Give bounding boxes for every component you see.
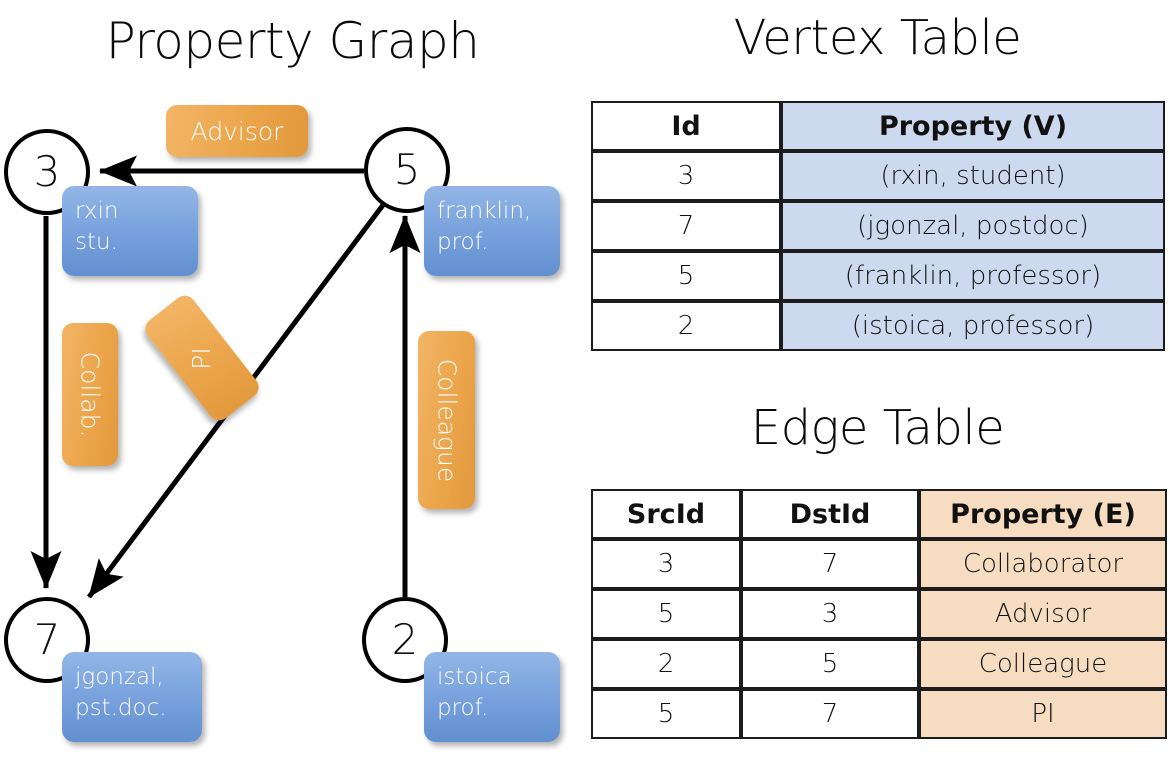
- page-title-edge-table: Edge Table: [750, 400, 1005, 456]
- table-row: 2 5 Colleague: [591, 639, 1167, 689]
- edge-table-cell-srcid: 5: [591, 589, 741, 639]
- vertex-table-cell-id: 7: [591, 201, 781, 251]
- edge-label-collab-text: Collab.: [75, 351, 105, 438]
- graph-vertex-3-id: 3: [33, 147, 61, 196]
- property-graph-diagram: 3 5 7 2 rxin stu. franklin, prof. jgonza…: [4, 105, 560, 742]
- vertex-property-callout-jgonzal: jgonzal, pst.doc.: [62, 652, 202, 742]
- vertex-table-cell-property: (istoica, professor): [781, 301, 1165, 351]
- graph-vertex-5-id: 5: [393, 145, 421, 194]
- edge-table-cell-dstid: 7: [741, 539, 919, 589]
- table-row: 2 (istoica, professor): [591, 301, 1165, 351]
- vertex-property-callout-istoica: istoica prof.: [424, 652, 560, 742]
- graph-vertex-2[interactable]: 2: [362, 597, 448, 683]
- vertex-property-franklin-line2: prof.: [437, 229, 489, 256]
- vertex-property-callout-rxin: rxin stu.: [62, 186, 198, 276]
- vertex-property-istoica-line1: istoica: [437, 664, 512, 690]
- graph-vertex-5[interactable]: 5: [364, 127, 450, 213]
- edge-label-advisor-text: Advisor: [190, 116, 284, 146]
- edge-table-header-property: Property (E): [919, 489, 1167, 539]
- vertex-property-rxin-line1: rxin: [75, 198, 119, 224]
- edge-table-cell-property: Advisor: [919, 589, 1167, 639]
- vertex-property-jgonzal-line1: jgonzal,: [75, 664, 164, 690]
- edge-table-cell-srcid: 2: [591, 639, 741, 689]
- vertex-table-header-row: Id Property (V): [591, 101, 1165, 151]
- vertex-table-header-id: Id: [591, 101, 781, 151]
- table-row: 5 3 Advisor: [591, 589, 1167, 639]
- vertex-property-jgonzal-line2: pst.doc.: [75, 695, 167, 722]
- edge-label-colleague-text: Colleague: [432, 358, 462, 482]
- edge-table: SrcId DstId Property (E) 3 7 Collaborato…: [591, 489, 1167, 739]
- vertex-table-header-property: Property (V): [781, 101, 1165, 151]
- vertex-property-rxin-line2: stu.: [75, 229, 118, 256]
- edge-table-cell-property: Collaborator: [919, 539, 1167, 589]
- edge-table-cell-dstid: 7: [741, 689, 919, 739]
- vertex-table: Id Property (V) 3 (rxin, student) 7 (jgo…: [591, 101, 1165, 351]
- edge-label-advisor: Advisor: [166, 105, 308, 157]
- table-row: 5 (franklin, professor): [591, 251, 1165, 301]
- graph-vertex-7-id: 7: [33, 615, 61, 664]
- edge-table-cell-srcid: 3: [591, 539, 741, 589]
- edge-label-pi-text: PI: [187, 346, 217, 370]
- table-row: 5 7 PI: [591, 689, 1167, 739]
- vertex-table-cell-id: 3: [591, 151, 781, 201]
- vertex-property-istoica-line2: prof.: [437, 695, 489, 722]
- edge-label-colleague: Colleague: [418, 331, 475, 509]
- table-row: 7 (jgonzal, postdoc): [591, 201, 1165, 251]
- vertex-table-cell-id: 2: [591, 301, 781, 351]
- edge-table-header-srcid: SrcId: [591, 489, 741, 539]
- table-row: 3 7 Collaborator: [591, 539, 1167, 589]
- page-title-property-graph: Property Graph: [105, 12, 480, 70]
- vertex-table-cell-property: (franklin, professor): [781, 251, 1165, 301]
- page-title-vertex-table: Vertex Table: [733, 10, 1022, 66]
- vertex-table-cell-property: (rxin, student): [781, 151, 1165, 201]
- graph-vertex-2-id: 2: [391, 615, 419, 664]
- edge-table-cell-dstid: 3: [741, 589, 919, 639]
- edge-table-header-row: SrcId DstId Property (E): [591, 489, 1167, 539]
- vertex-property-callout-franklin: franklin, prof.: [424, 186, 560, 276]
- edge-table-cell-srcid: 5: [591, 689, 741, 739]
- edge-table-header-dstid: DstId: [741, 489, 919, 539]
- edge-label-collab: Collab.: [62, 323, 118, 466]
- edge-table-cell-property: Colleague: [919, 639, 1167, 689]
- vertex-property-franklin-line1: franklin,: [437, 198, 532, 224]
- table-row: 3 (rxin, student): [591, 151, 1165, 201]
- edge-table-cell-dstid: 5: [741, 639, 919, 689]
- edge-table-cell-property: PI: [919, 689, 1167, 739]
- vertex-table-cell-id: 5: [591, 251, 781, 301]
- vertex-table-cell-property: (jgonzal, postdoc): [781, 201, 1165, 251]
